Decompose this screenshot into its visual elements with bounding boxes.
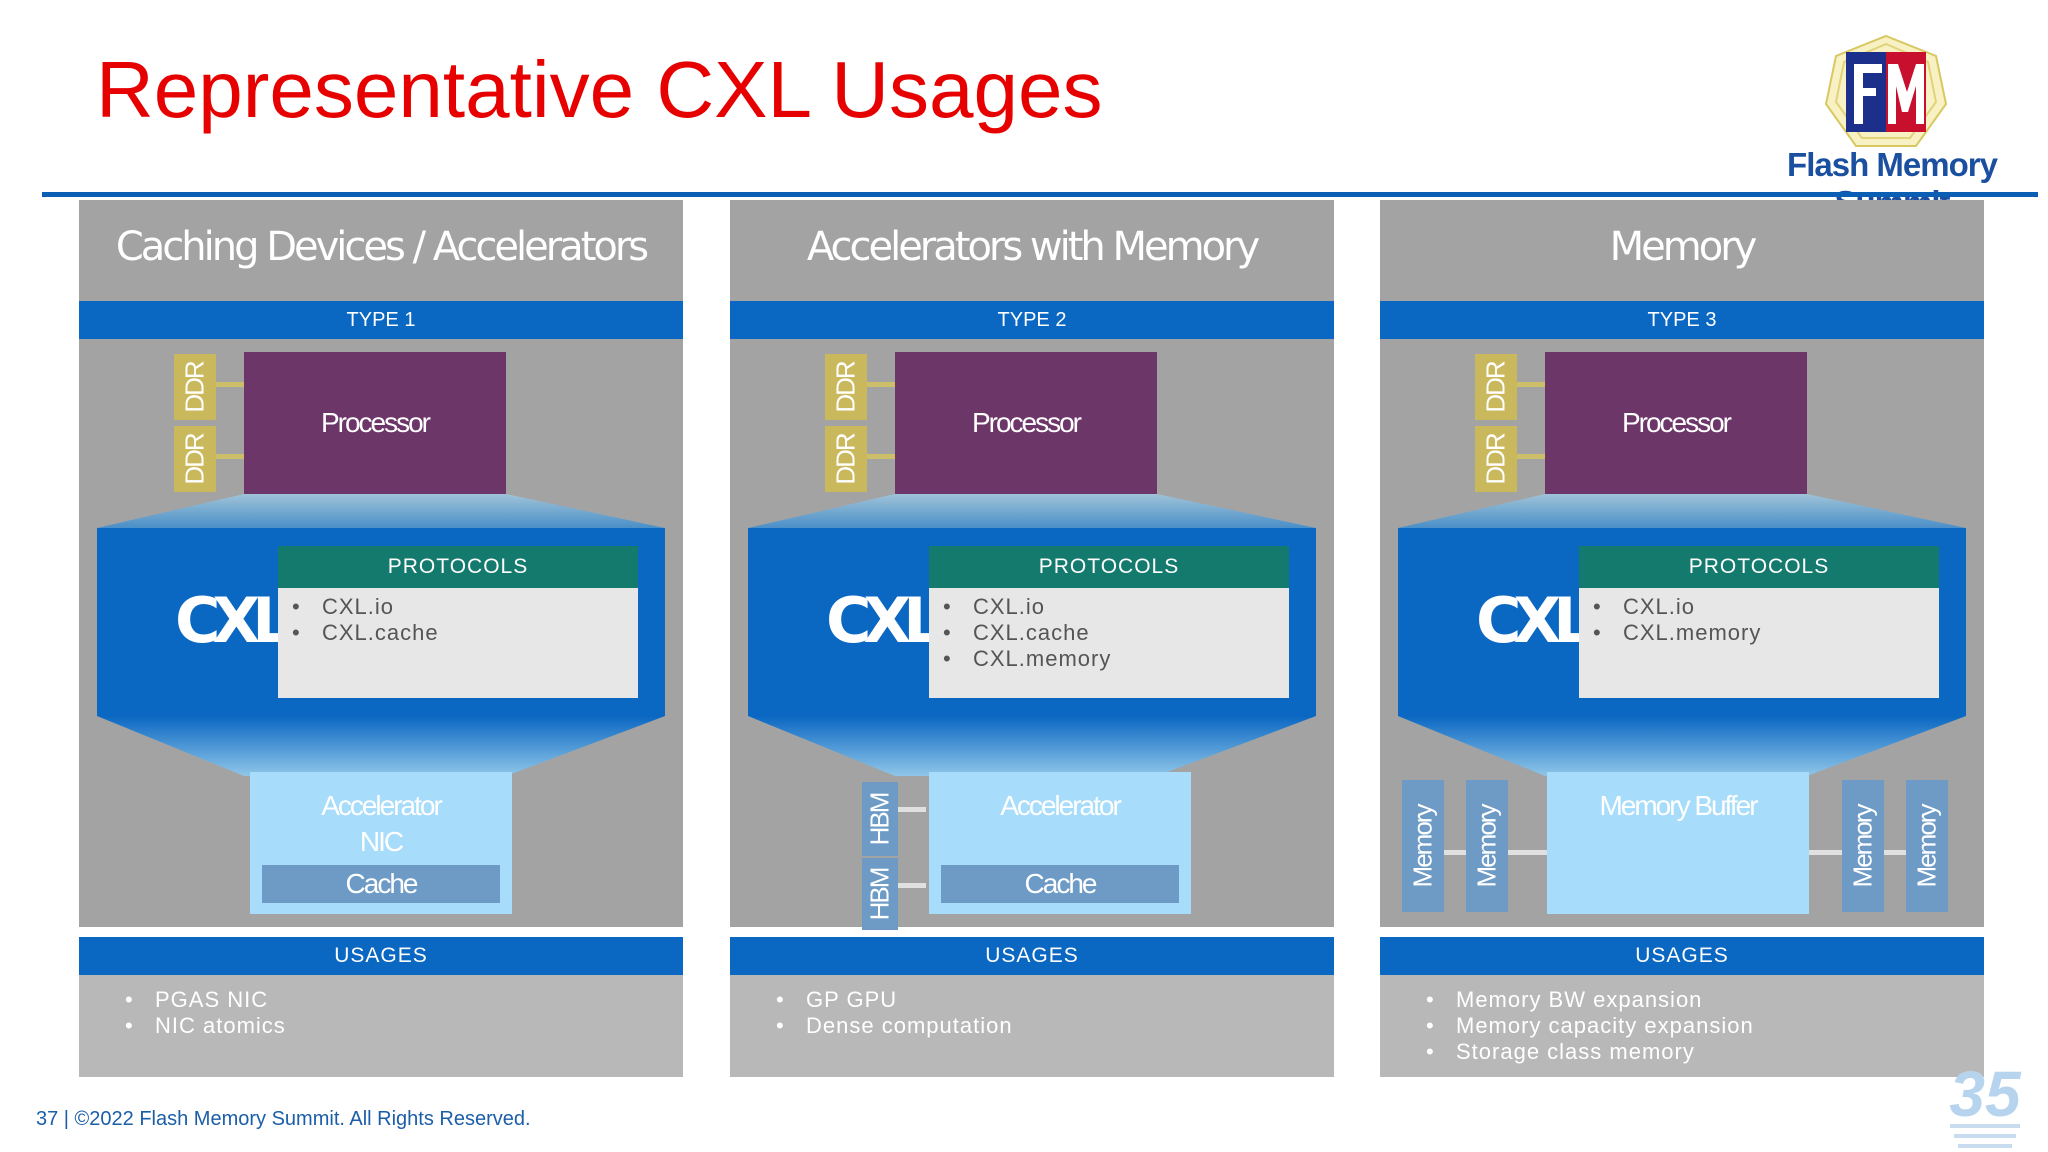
memory-buffer-block xyxy=(1547,772,1809,914)
memory-module: Memory xyxy=(1842,780,1884,912)
cache-block: Cache xyxy=(262,865,500,903)
protocols-list: CXL.ioCXL.memory xyxy=(1579,588,1939,698)
ddr-connector xyxy=(216,454,244,459)
memory-module: Memory xyxy=(1466,780,1508,912)
anniversary-badge-icon: 35 xyxy=(1949,1058,2022,1148)
ddr-module: DDR xyxy=(825,354,867,420)
device-label: Memory Buffer xyxy=(1599,790,1758,821)
processor-block: Processor xyxy=(895,352,1157,494)
hbm-module: HBM xyxy=(862,782,898,856)
memory-label: Memory xyxy=(1911,805,1942,887)
memory-label: Memory xyxy=(1471,805,1502,887)
usages-header: USAGES xyxy=(730,937,1334,975)
usage-item: NIC atomics xyxy=(125,1013,683,1039)
funnel-shape xyxy=(1398,494,1966,776)
protocol-item: CXL.cache xyxy=(943,620,1289,646)
protocols-list: CXL.ioCXL.cache xyxy=(278,588,638,698)
hbm-label: HBM xyxy=(864,868,895,920)
panel-title: Caching Devices / Accelerators xyxy=(115,224,649,270)
protocol-item: CXL.cache xyxy=(292,620,638,646)
ddr-label: DDR xyxy=(179,433,210,485)
protocols-list: CXL.ioCXL.cacheCXL.memory xyxy=(929,588,1289,698)
usage-item: Dense computation xyxy=(776,1013,1334,1039)
protocols-header: PROTOCOLS xyxy=(929,546,1289,588)
title-divider xyxy=(42,192,2038,197)
memory-connector xyxy=(1508,850,1547,855)
device-label: Accelerator xyxy=(321,790,443,821)
usages-header: USAGES xyxy=(1380,937,1984,975)
ddr-connector xyxy=(867,454,895,459)
usages-list: GP GPUDense computation xyxy=(730,975,1334,1077)
ddr-module: DDR xyxy=(174,426,216,492)
device-sublabel: NIC xyxy=(359,826,404,857)
ddr-module: DDR xyxy=(174,354,216,420)
type-label: TYPE 1 xyxy=(79,301,683,339)
memory-connector xyxy=(1809,850,1842,855)
memory-label: Memory xyxy=(1847,805,1878,887)
ddr-connector xyxy=(867,382,895,387)
ddr-label: DDR xyxy=(179,361,210,413)
protocol-item: CXL.memory xyxy=(943,646,1289,672)
ddr-connector xyxy=(216,382,244,387)
hbm-label: HBM xyxy=(864,793,895,845)
processor-block: Processor xyxy=(244,352,506,494)
ddr-connector xyxy=(1517,382,1545,387)
type-label: TYPE 2 xyxy=(730,301,1334,339)
cxl-logo-text: CXL xyxy=(1476,584,1593,657)
usages-list: PGAS NICNIC atomics xyxy=(79,975,683,1077)
protocols-header: PROTOCOLS xyxy=(1579,546,1939,588)
device-label: Accelerator xyxy=(1000,790,1122,821)
funnel-shape xyxy=(97,494,665,776)
memory-label: Memory xyxy=(1407,805,1438,887)
usage-item: GP GPU xyxy=(776,987,1334,1013)
memory-connector xyxy=(1884,850,1906,855)
memory-connector xyxy=(1444,850,1466,855)
protocol-item: CXL.memory xyxy=(1593,620,1939,646)
ddr-connector xyxy=(1517,454,1545,459)
hbm-connector xyxy=(898,807,926,812)
ddr-label: DDR xyxy=(830,433,861,485)
usages-header: USAGES xyxy=(79,937,683,975)
ddr-module: DDR xyxy=(1475,354,1517,420)
ddr-label: DDR xyxy=(1480,361,1511,413)
cxl-logo-text: CXL xyxy=(175,584,292,657)
svg-text:35: 35 xyxy=(1949,1058,2022,1130)
memory-module: Memory xyxy=(1402,780,1444,912)
protocols-header: PROTOCOLS xyxy=(278,546,638,588)
funnel-shape xyxy=(748,494,1316,776)
page-title: Representative CXL Usages xyxy=(96,45,1103,134)
protocol-item: CXL.io xyxy=(292,594,638,620)
ddr-module: DDR xyxy=(825,426,867,492)
hbm-module: HBM xyxy=(862,858,898,930)
protocol-item: CXL.io xyxy=(943,594,1289,620)
usage-item: Memory BW expansion xyxy=(1426,987,1984,1013)
usages-list: Memory BW expansionMemory capacity expan… xyxy=(1380,975,1984,1077)
panel-title: Accelerators with Memory xyxy=(806,224,1260,270)
cache-block: Cache xyxy=(941,865,1179,903)
type-label: TYPE 3 xyxy=(1380,301,1984,339)
ddr-label: DDR xyxy=(830,361,861,413)
ddr-module: DDR xyxy=(1475,426,1517,492)
usage-item: Storage class memory xyxy=(1426,1039,1984,1065)
ddr-label: DDR xyxy=(1480,433,1511,485)
hbm-connector xyxy=(898,883,926,888)
memory-module: Memory xyxy=(1906,780,1948,912)
usage-item: PGAS NIC xyxy=(125,987,683,1013)
protocol-item: CXL.io xyxy=(1593,594,1939,620)
processor-block: Processor xyxy=(1545,352,1807,494)
panel-title: Memory xyxy=(1609,224,1758,270)
fms-logo-mark-icon xyxy=(1824,34,1948,147)
footer-copyright: 37 | ©2022 Flash Memory Summit. All Righ… xyxy=(36,1108,531,1130)
fms-logo: Flash Memory Summit xyxy=(1742,28,2042,221)
usage-item: Memory capacity expansion xyxy=(1426,1013,1984,1039)
cxl-logo-text: CXL xyxy=(826,584,943,657)
